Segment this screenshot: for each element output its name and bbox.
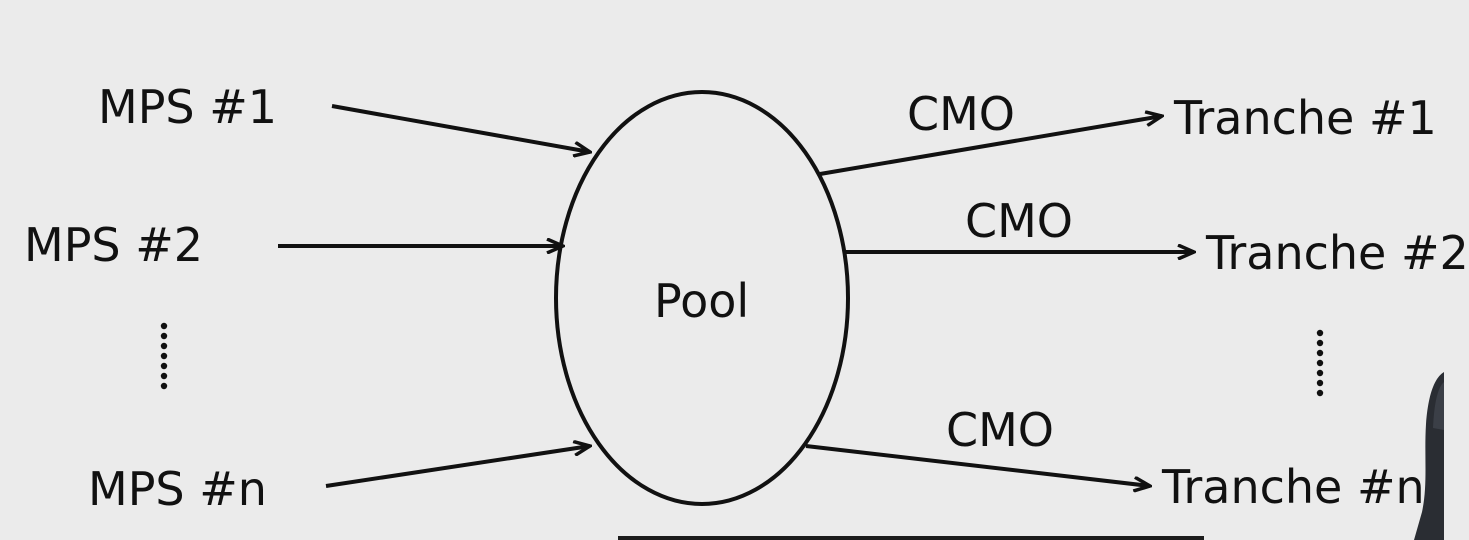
pool-label: Pool xyxy=(654,274,750,328)
flow-label-cmo-2: CMO xyxy=(965,194,1074,248)
input-ellipsis-dots xyxy=(160,322,168,390)
input-label-mpsn: MPS #n xyxy=(88,462,267,516)
arrow-mps1-to-pool xyxy=(331,104,590,152)
pool-ellipse xyxy=(554,90,850,506)
output-label-tranchen: Tranche #n xyxy=(1162,460,1425,514)
arrow-pool-to-tranchen xyxy=(805,444,1150,486)
input-label-mps2: MPS #2 xyxy=(24,218,204,272)
arrow-mpsn-to-pool xyxy=(325,446,590,488)
output-label-tranche1: Tranche #1 xyxy=(1174,91,1437,145)
output-label-tranche2: Tranche #2 xyxy=(1206,226,1469,280)
output-ellipsis-dots xyxy=(1316,329,1324,397)
input-label-mps1: MPS #1 xyxy=(98,80,278,134)
presenter-silhouette xyxy=(1414,372,1444,540)
flow-label-cmo-3: CMO xyxy=(946,403,1055,457)
bottom-edge-bar xyxy=(618,536,1204,540)
arrow-pool-to-tranche1 xyxy=(819,116,1162,176)
flow-label-cmo-1: CMO xyxy=(907,87,1016,141)
